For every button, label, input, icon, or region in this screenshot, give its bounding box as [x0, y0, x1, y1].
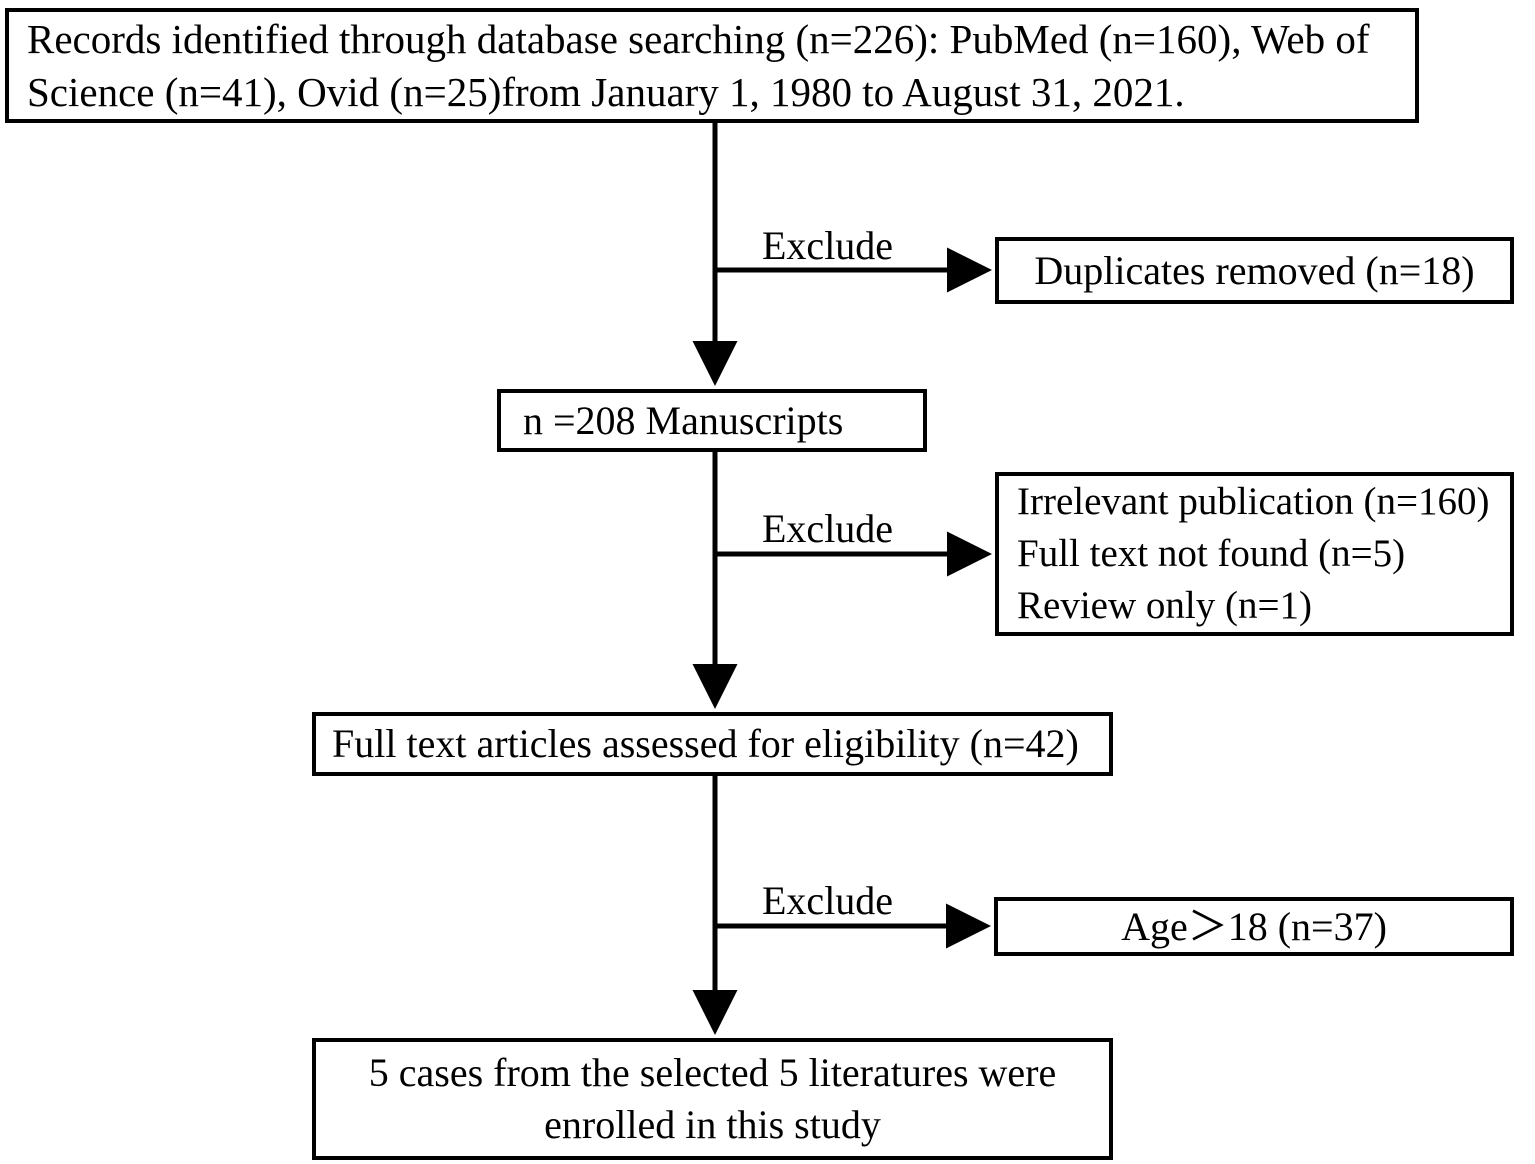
box-manuscripts-count: n =208 Manuscripts: [497, 389, 927, 452]
manuscripts-line-1: n =208 Manuscripts: [523, 397, 844, 443]
box-exclusion-reasons: Irrelevant publication (n=160) Full text…: [995, 472, 1514, 636]
enrolled-line-1: 5 cases from the selected 5 literatures …: [368, 1050, 1057, 1095]
box-records-identified: Records identified through database sear…: [5, 8, 1419, 123]
exclusions-line-1: Irrelevant publication (n=160): [1017, 480, 1490, 524]
box-age-exclusion: Age＞18 (n=37): [994, 897, 1514, 956]
box-exclusion-reasons-text: Irrelevant publication (n=160) Full text…: [1017, 476, 1502, 632]
exclusions-line-2: Full text not found (n=5): [1017, 532, 1406, 576]
edge-label-exclude-irrelevant: Exclude: [762, 506, 894, 551]
box-age-exclusion-text: Age＞18 (n=37): [1008, 902, 1500, 952]
box-manuscripts-count-text: n =208 Manuscripts: [523, 396, 923, 446]
edge-label-exclude-duplicates: Exclude: [762, 223, 894, 268]
box-duplicates-removed: Duplicates removed (n=18): [995, 237, 1514, 304]
records-line-2: Science (n=41), Ovid (n=25)from January …: [27, 68, 1185, 115]
box-full-text-assessed: Full text articles assessed for eligibil…: [312, 712, 1113, 776]
duplicates-line-1: Duplicates removed (n=18): [1034, 247, 1475, 293]
box-records-identified-text: Records identified through database sear…: [27, 13, 1401, 118]
enrolled-line-2: enrolled in this study: [544, 1102, 881, 1147]
box-full-text-assessed-text: Full text articles assessed for eligibil…: [332, 719, 1109, 769]
box-enrolled-cases: 5 cases from the selected 5 literatures …: [312, 1038, 1113, 1160]
box-duplicates-removed-text: Duplicates removed (n=18): [1009, 246, 1500, 296]
box-enrolled-cases-text: 5 cases from the selected 5 literatures …: [326, 1047, 1099, 1151]
exclusions-line-3: Review only (n=1): [1017, 583, 1312, 627]
eligibility-line-1: Full text articles assessed for eligibil…: [332, 721, 1079, 767]
records-line-1: Records identified through database sear…: [27, 16, 1370, 63]
age-line-1: Age＞18 (n=37): [1121, 903, 1387, 949]
edge-label-exclude-age: Exclude: [762, 878, 894, 923]
